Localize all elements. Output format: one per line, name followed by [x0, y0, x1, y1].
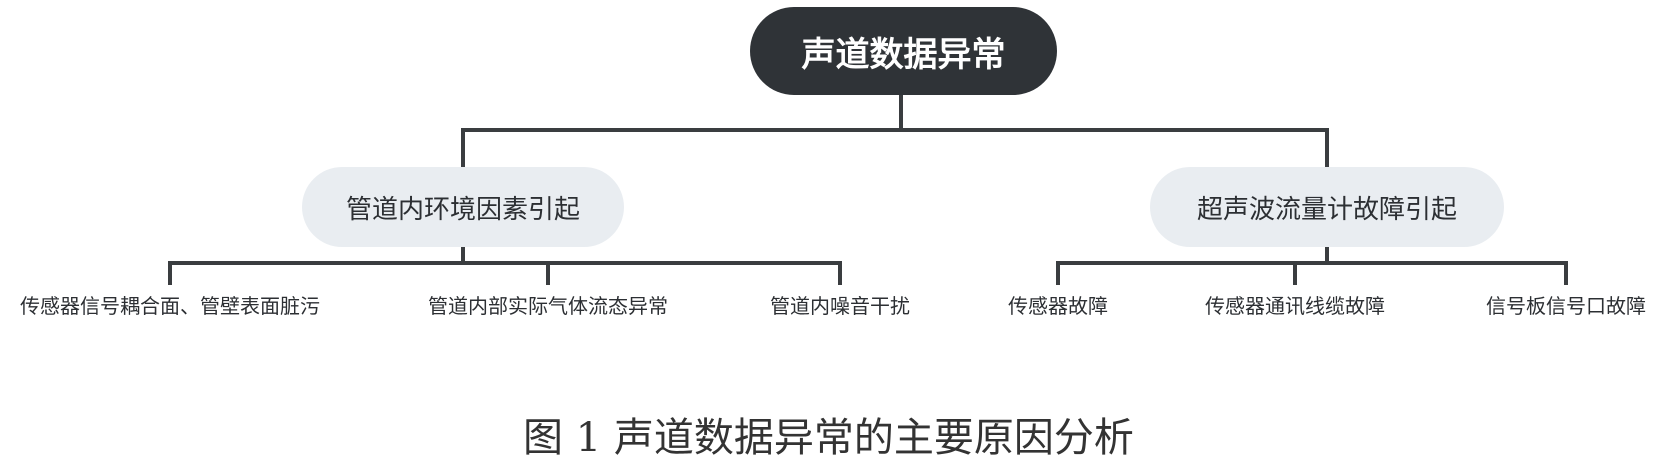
leaf-node: 管道内噪音干扰	[770, 294, 910, 318]
branch-node-environment: 管道内环境因素引起	[302, 167, 624, 247]
root-node: 声道数据异常	[750, 7, 1057, 95]
branch-label: 超声波流量计故障引起	[1196, 194, 1457, 225]
root-label: 声道数据异常	[801, 34, 1006, 75]
leaf-node: 传感器通讯线缆故障	[1205, 294, 1385, 318]
branch-label: 管道内环境因素引起	[345, 194, 580, 225]
leaf-node: 管道内部实际气体流态异常	[428, 294, 668, 318]
leaf-node: 信号板信号口故障	[1486, 294, 1646, 318]
leaf-node: 传感器故障	[1008, 294, 1108, 318]
leaf-node: 传感器信号耦合面、管壁表面脏污	[20, 294, 320, 318]
figure-caption: 图 1 声道数据异常的主要原因分析	[523, 415, 1134, 461]
branch-node-flowmeter: 超声波流量计故障引起	[1150, 167, 1504, 247]
